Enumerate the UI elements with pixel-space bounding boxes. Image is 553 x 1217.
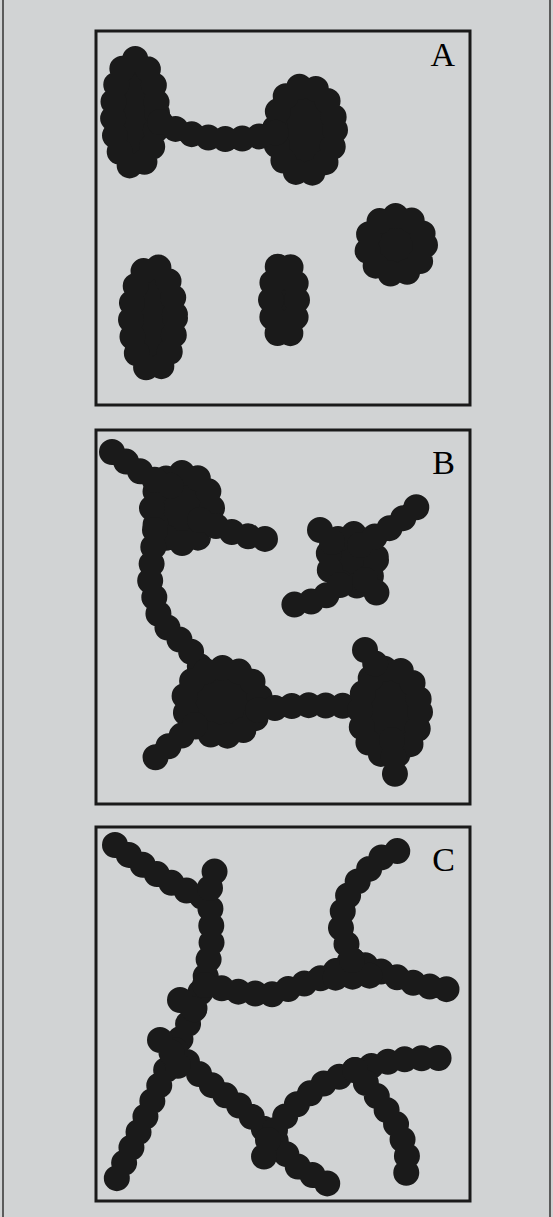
particle-chain bbox=[320, 530, 335, 545]
particle-chain bbox=[150, 530, 205, 675]
particle-chain bbox=[200, 520, 272, 540]
particle-cluster bbox=[131, 266, 175, 370]
particle-chain bbox=[262, 1140, 268, 1165]
particle-chain bbox=[180, 1000, 195, 1010]
particle-cluster bbox=[271, 262, 297, 338]
particle-chain bbox=[292, 585, 340, 605]
panel-frame bbox=[96, 430, 470, 804]
particle-chain bbox=[210, 870, 215, 888]
cluster-panel-a bbox=[111, 57, 426, 370]
particle-chain bbox=[365, 580, 385, 602]
panel-frame bbox=[96, 827, 470, 1201]
particle-chain bbox=[355, 1070, 408, 1182]
particle-chain bbox=[160, 122, 278, 139]
particle-chain bbox=[360, 500, 425, 545]
particle-chain bbox=[340, 850, 400, 960]
particle-chain bbox=[392, 740, 396, 786]
particle-chain bbox=[150, 725, 195, 762]
particle-chain bbox=[115, 845, 212, 1182]
panel-letter: C bbox=[430, 843, 457, 877]
cluster-panel-b bbox=[112, 452, 425, 786]
frame-line bbox=[2, 0, 4, 1217]
panel-letter: A bbox=[428, 38, 457, 72]
particle-chain bbox=[365, 650, 380, 670]
particle-chain bbox=[112, 452, 182, 490]
particle-chain bbox=[175, 1050, 330, 1185]
cluster-panel-c bbox=[115, 845, 452, 1185]
particle-cluster bbox=[366, 215, 426, 275]
particle-cluster bbox=[367, 216, 425, 274]
particle-chain bbox=[160, 1040, 180, 1080]
particle-cluster bbox=[113, 59, 157, 167]
panel-frame bbox=[96, 31, 470, 405]
panel-letter: B bbox=[430, 446, 457, 480]
particle-chain bbox=[258, 705, 350, 710]
particle-chain bbox=[205, 960, 452, 995]
frame-line bbox=[549, 0, 551, 1217]
particle-cluster bbox=[131, 266, 175, 370]
